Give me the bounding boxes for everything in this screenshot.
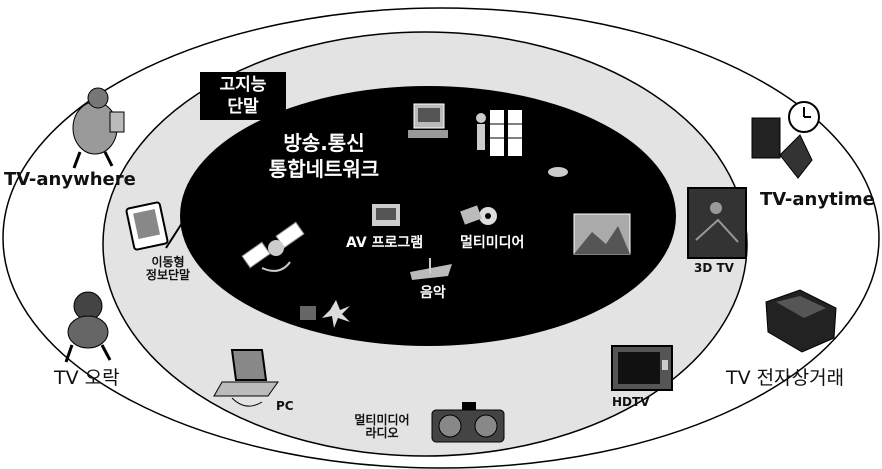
tv-commerce-label: TV 전자상거래 bbox=[726, 367, 845, 389]
computer-icon bbox=[408, 103, 448, 138]
inner-ring bbox=[180, 86, 676, 346]
network-title-line2: 통합네트워크 bbox=[268, 157, 380, 181]
clock-person-icon bbox=[751, 101, 820, 179]
music-label: 음악 bbox=[420, 285, 446, 301]
mobile-terminal-label: 이동형 정보단말 bbox=[136, 255, 200, 283]
radio-line2: 라디오 bbox=[365, 426, 399, 441]
traveler-icon bbox=[72, 87, 125, 169]
3d-tv-label: 3D TV bbox=[694, 261, 734, 275]
radio-label: 멀티미디어 라디오 bbox=[340, 413, 424, 441]
tv-box-icon bbox=[765, 289, 837, 353]
av-program-label: AV 프로그램 bbox=[346, 235, 424, 251]
network-title: 방송.통신 통합네트워크 bbox=[244, 130, 404, 182]
burst-icon bbox=[300, 300, 350, 328]
av-equipment-icon bbox=[372, 204, 400, 226]
server-rack-icon bbox=[476, 110, 522, 156]
dancing-figure-icon bbox=[64, 291, 112, 363]
tv-anywhere-label: TV-anywhere bbox=[4, 169, 136, 190]
laptop-icon bbox=[213, 349, 279, 407]
satellite-icon bbox=[241, 221, 305, 272]
mobile-terminal-line1: 이동형 bbox=[151, 255, 185, 269]
radio-line1: 멀티미디어 bbox=[354, 413, 410, 427]
network-title-line1: 방송.통신 bbox=[283, 131, 365, 155]
tv-entertainment-label: TV 오락 bbox=[54, 367, 120, 389]
car-icon bbox=[548, 167, 568, 177]
pda-icon bbox=[125, 201, 185, 251]
mobile-terminal-line2: 정보단말 bbox=[145, 268, 191, 283]
boombox-icon bbox=[431, 402, 505, 443]
3d-tv-icon bbox=[687, 187, 747, 259]
hdtv-icon bbox=[611, 345, 673, 391]
pc-label: PC bbox=[276, 399, 294, 413]
film-reel-icon bbox=[460, 205, 497, 225]
smart-terminal-line1: 고지능 bbox=[219, 75, 267, 95]
smart-terminal-box: 고지능 단말 bbox=[200, 72, 286, 120]
hdtv-label: HDTV bbox=[612, 395, 650, 409]
tv-anytime-label: TV-anytime bbox=[760, 189, 875, 210]
landscape-picture-icon bbox=[573, 213, 631, 255]
music-note-icon bbox=[410, 258, 452, 280]
multimedia-label: 멀티미디어 bbox=[460, 235, 525, 251]
smart-terminal-line2: 단말 bbox=[227, 97, 259, 117]
